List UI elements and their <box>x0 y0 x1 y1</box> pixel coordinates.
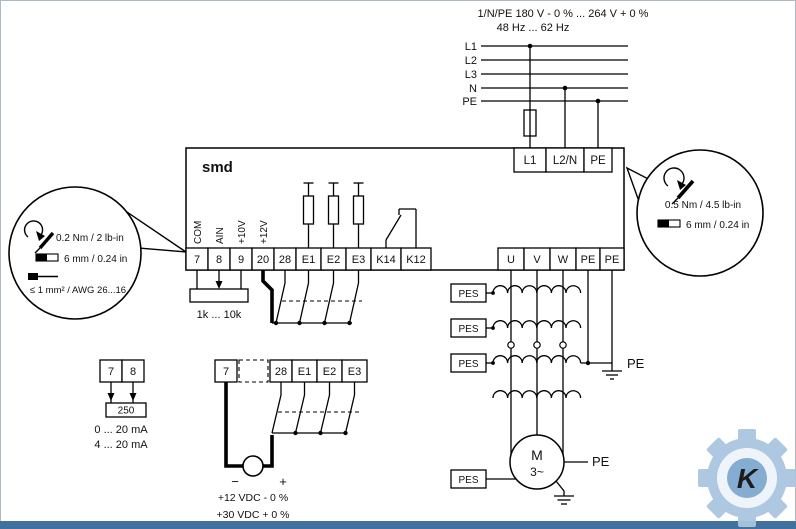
pes-label-1: PES <box>458 289 478 300</box>
torque-arrow-icon <box>23 220 45 241</box>
terminal-9: 9 <box>238 254 244 266</box>
supply-rating-line2: 48 Hz ... 62 Hz <box>497 22 570 34</box>
current-loop-wiring <box>105 382 147 418</box>
dc-rating-line2: +30 VDC + 0 % <box>217 509 290 521</box>
es-terminal-7: 7 <box>223 366 229 378</box>
pes-label-4: PES <box>458 475 478 486</box>
bottom-bar <box>0 521 796 529</box>
supply-lines <box>481 45 628 102</box>
pes-connections <box>450 283 516 489</box>
terminal-k14: K14 <box>376 254 396 266</box>
supply-label-l2: L2 <box>465 55 477 67</box>
terminal-l2n: L2/N <box>553 155 577 167</box>
motor-cable-lines <box>507 270 613 455</box>
callout-left-wire-text: ≤ 1 mm² / AWG 26...16 <box>30 285 126 296</box>
current-loop-terminals <box>99 359 145 383</box>
ext-supply-terminals <box>214 359 368 383</box>
motor-label: M <box>531 447 543 463</box>
watermark-gear-icon: K <box>698 429 796 527</box>
fuse-icon <box>523 109 537 137</box>
supply-label-n: N <box>469 83 477 95</box>
screwdriver-icon-right <box>671 179 695 205</box>
cl-terminal-8: 8 <box>130 366 136 378</box>
callout-right-bubble <box>636 149 764 277</box>
motor-phase-label: 3~ <box>530 465 544 479</box>
current-range-2: 4 ... 20 mA <box>94 439 148 451</box>
control-terminal-strip <box>185 247 432 271</box>
cl-terminal-7: 7 <box>108 366 114 378</box>
screwdriver-icon <box>34 231 55 254</box>
callout-left-bubble <box>8 186 142 320</box>
potentiometer-label: 1k ... 10k <box>197 309 242 321</box>
terminal-u: U <box>507 254 515 266</box>
torque-arrow-icon-right <box>663 167 686 190</box>
supply-rating-line1: 1/N/PE 180 V - 0 % ... 264 V + 0 % <box>478 8 649 20</box>
supply-label-l1: L1 <box>465 41 477 53</box>
shunt-resistor-value: 250 <box>118 406 135 417</box>
wire-strip-icon <box>35 253 59 262</box>
pes-label-2: PES <box>458 324 478 335</box>
dc-plus-label: + <box>279 474 287 489</box>
earth-symbol-shield <box>602 363 622 380</box>
supply-label-pe: PE <box>462 96 477 108</box>
terminal-e3: E3 <box>352 254 365 266</box>
dc-rating-line1: +12 VDC - 0 % <box>218 492 288 504</box>
terminal-e1: E1 <box>302 254 315 266</box>
callout-right-strip-text: 6 mm / 0.24 in <box>686 220 749 231</box>
watermark-letter: K <box>737 463 759 494</box>
wire-gauge-icon <box>28 273 58 280</box>
output-terminal-strip <box>497 247 625 271</box>
dc-source-icon <box>242 455 264 477</box>
cable-shield-scallops <box>492 285 612 399</box>
callout-left-torque-text: 0.2 Nm / 2 lb-in <box>56 233 124 244</box>
terminal-8: 8 <box>216 254 222 266</box>
potentiometer <box>189 270 249 303</box>
input-resistors <box>302 182 365 248</box>
terminal-v: V <box>533 254 541 266</box>
terminal-e2: E2 <box>327 254 340 266</box>
ext-supply-wiring <box>224 382 360 477</box>
digital-input-switches <box>261 270 362 326</box>
terminal-k12: K12 <box>406 254 426 266</box>
mains-drop-wires <box>527 43 601 148</box>
terminal-20: 20 <box>257 254 269 266</box>
supply-label-l3: L3 <box>465 69 477 81</box>
terminal-7: 7 <box>194 254 200 266</box>
pe-label-shield: PE <box>627 356 645 371</box>
relay-contact <box>385 208 417 248</box>
callout-right-torque-text: 0.5 Nm / 4.5 lb-in <box>665 200 741 211</box>
terminal-l1: L1 <box>524 155 537 167</box>
wire-strip-icon-right <box>657 219 681 228</box>
terminal-pe-out2: PE <box>605 254 620 266</box>
signal-com: COM <box>193 221 204 244</box>
dc-minus-label: − <box>231 474 239 489</box>
terminal-pe-in: PE <box>590 155 606 167</box>
callout-left-strip-text: 6 mm / 0.24 in <box>64 254 127 265</box>
es-terminal-e3: E3 <box>348 366 361 378</box>
terminal-pe-out1: PE <box>581 254 596 266</box>
terminal-28: 28 <box>279 254 291 266</box>
device-name: smd <box>202 159 233 176</box>
mains-terminal-strip <box>513 147 613 173</box>
motor-pe-wiring <box>554 461 588 505</box>
current-range-1: 0 ... 20 mA <box>94 424 148 436</box>
signal-10v: +10V <box>237 220 248 244</box>
pes-label-3: PES <box>458 359 478 370</box>
signal-ain: AIN <box>215 227 226 244</box>
pe-label-motor: PE <box>592 454 610 469</box>
es-terminal-e2: E2 <box>323 366 336 378</box>
es-terminal-28: 28 <box>275 366 287 378</box>
es-terminal-e1: E1 <box>298 366 311 378</box>
terminal-w: W <box>558 254 569 266</box>
signal-12v: +12V <box>259 220 270 244</box>
